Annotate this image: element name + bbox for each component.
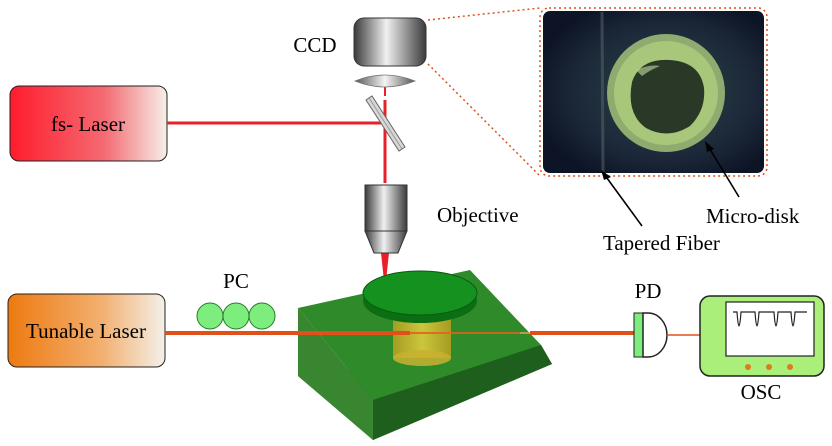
oscilloscope: OSC — [699, 295, 825, 404]
fs-laser: fs- Laser — [9, 85, 168, 162]
photodetector: PD — [633, 279, 712, 358]
ccd-label: CCD — [293, 33, 336, 57]
pc-label: PC — [223, 269, 249, 293]
inset-leader-lines — [427, 7, 541, 177]
osc-label: OSC — [741, 380, 782, 404]
micro-disk — [362, 270, 478, 323]
tunable-laser-label: Tunable Laser — [26, 319, 146, 343]
tunable-laser: Tunable Laser — [7, 293, 166, 368]
ccd-camera: CCD — [293, 17, 427, 67]
imaging-lens — [353, 74, 417, 88]
ccd-inset-image — [539, 7, 768, 177]
fs-laser-label: fs- Laser — [51, 112, 125, 136]
polarization-controller: PC — [196, 269, 276, 330]
objective-lens: Objective — [364, 184, 519, 254]
inset-arrows: Tapered Fiber Micro-disk — [601, 141, 800, 255]
beam-splitter — [365, 95, 406, 152]
objective-label: Objective — [437, 203, 519, 227]
tapered-fiber-label: Tapered Fiber — [603, 231, 720, 255]
micro-disk-label: Micro-disk — [706, 204, 800, 228]
pd-label: PD — [635, 279, 662, 303]
fs-laser-beam — [167, 80, 389, 300]
